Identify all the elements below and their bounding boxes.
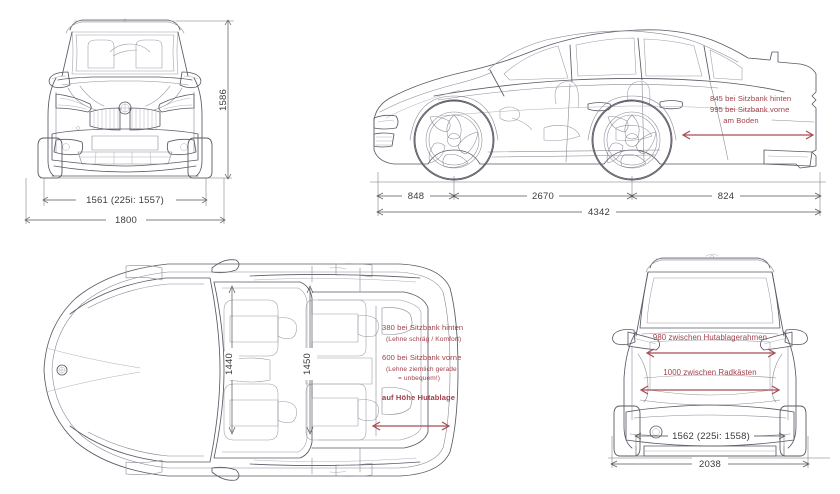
side-dimension-chain: 848 2670 824 4342 <box>376 172 822 218</box>
rear-annot-wheel-arches: 1000 zwischen Radkästen <box>663 368 756 377</box>
top-annot-line-3: 600 bei Sitzbank vorne <box>382 353 461 362</box>
top-annot-line-1: 380 bei Sitzbank hinten <box>382 323 463 332</box>
front-car-outline <box>37 18 213 179</box>
rear-cargo-annotations: 980 zwischen Hutablagerahmen 1000 zwisch… <box>639 333 781 395</box>
side-rear-overhang-value: 824 <box>718 191 734 202</box>
rear-annot-parcel-shelf: 980 zwischen Hutablagerahmen <box>653 333 767 342</box>
front-width-value: 1800 <box>115 215 137 226</box>
rear-car-outline <box>612 253 808 457</box>
dimension-width-1800: 1800 <box>24 178 226 226</box>
top-view: 1440 1450 380 bei Sitzbank hinten (Lehne… <box>0 248 480 494</box>
front-height-value: 1586 <box>218 89 229 111</box>
dimension-rear-width-2038: 2038 <box>610 436 810 470</box>
side-front-overhang-value: 848 <box>408 191 424 202</box>
dimension-track-1561: 1561 (225i: 1557) <box>42 178 208 206</box>
rear-width-value: 2038 <box>699 459 721 470</box>
side-annot-line-1: 845 bei Sitzbank hinten <box>710 94 791 103</box>
top-annot-line-5: = unbequem!) <box>398 375 440 382</box>
front-track-value: 1561 (225i: 1557) <box>86 195 164 206</box>
rear-view: 980 zwischen Hutablagerahmen 1000 zwisch… <box>600 250 840 494</box>
side-annot-line-2: 995 bei Sitzbank vorne <box>710 105 789 114</box>
dimension-height-1586: 1586 <box>176 19 234 180</box>
front-view: 1586 1561 (225i: 1557) 1800 <box>0 0 270 240</box>
top-rear-width-value: 1440 <box>224 353 235 375</box>
top-front-width-value: 1450 <box>302 353 313 375</box>
top-annot-line-6: auf Höhe Hutablage <box>382 393 455 402</box>
dimension-top-1440: 1440 <box>224 285 239 435</box>
dimension-top-1450: 1450 <box>302 285 317 435</box>
top-annot-line-2: (Lehne schräg / Komfort) <box>386 336 461 343</box>
side-cargo-annotation: 845 bei Sitzbank hinten 995 bei Sitzbank… <box>681 94 815 140</box>
top-annot-line-4: (Lehne ziemlich gerade <box>386 366 457 373</box>
top-cargo-annotations: 380 bei Sitzbank hinten (Lehne schräg / … <box>371 323 463 431</box>
side-wheelbase-value: 2670 <box>532 191 554 202</box>
side-car-outline <box>373 29 817 181</box>
rear-track-value: 1562 (225i: 1558) <box>672 431 750 442</box>
side-annot-line-3: am Boden <box>723 116 758 125</box>
side-view: 845 bei Sitzbank hinten 995 bei Sitzbank… <box>360 0 840 240</box>
top-car-outline <box>43 259 459 481</box>
dimension-rear-track-1562: 1562 (225i: 1558) <box>634 429 786 456</box>
side-length-value: 4342 <box>588 207 610 218</box>
